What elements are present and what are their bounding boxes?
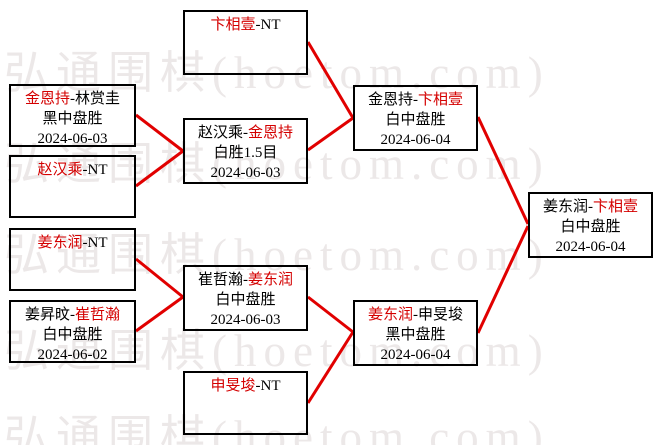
match-date: 2024-06-04 xyxy=(555,239,626,255)
match-players: 金恩持-林赏圭 xyxy=(11,89,134,109)
match-box-bye-shenminjun: 申旻埈-NT xyxy=(183,371,308,435)
match-players: 金恩持-卞相壹 xyxy=(355,90,476,110)
match-result: 白中盘胜 xyxy=(215,292,276,308)
winner-name: 姜东润 xyxy=(367,307,413,323)
connector-line xyxy=(307,295,354,334)
match-players: 姜东润-NT xyxy=(11,233,134,253)
match-players: 姜东润-申旻埈 xyxy=(355,305,476,325)
player-name: -NT xyxy=(82,235,108,251)
match-result: 白胜1.5目 xyxy=(213,145,278,161)
winner-name: 姜东润 xyxy=(247,272,293,288)
match-date: 2024-06-04 xyxy=(380,132,451,148)
match-box-jiangshengmin-cuizhehan: 姜昇旼-崔哲瀚 白中盘胜 2024-06-02 xyxy=(9,300,136,363)
winner-name: 申旻埈 xyxy=(210,378,256,394)
player-name: -NT xyxy=(82,162,108,178)
player-name: -林赏圭 xyxy=(70,91,120,107)
winner-name: 赵汉乘 xyxy=(37,162,83,178)
match-box-jinenchi-linshanggui: 金恩持-林赏圭 黑中盘胜 2024-06-03 xyxy=(9,84,136,147)
match-result: 白中盘胜 xyxy=(560,219,621,235)
match-players: 赵汉乘-NT xyxy=(11,160,134,180)
winner-name: 金恩持 xyxy=(247,125,293,141)
winner-name: 卞相壹 xyxy=(417,92,463,108)
player-name: -NT xyxy=(255,17,281,33)
match-box-cuizhehan-jiangdongrun: 崔哲瀚-姜东润 白中盘胜 2024-06-03 xyxy=(183,265,308,331)
match-date: 2024-06-03 xyxy=(210,165,281,181)
match-date: 2024-06-03 xyxy=(210,312,281,328)
watermark-text: 弘通围棋(hoetom.com) xyxy=(4,326,550,376)
match-date: 2024-06-04 xyxy=(380,347,451,363)
match-date: 2024-06-02 xyxy=(37,347,108,363)
winner-name: 卞相壹 xyxy=(592,199,638,215)
watermark-text: 弘通围棋(hoetom.com) xyxy=(4,412,550,445)
connector-line xyxy=(135,149,184,188)
watermark-text: 弘通围棋(hoetom.com) xyxy=(4,139,550,189)
match-players: 卞相壹-NT xyxy=(185,15,306,35)
match-players: 申旻埈-NT xyxy=(185,376,306,396)
winner-name: 姜东润 xyxy=(37,235,83,251)
match-players: 崔哲瀚-姜东润 xyxy=(185,270,306,290)
match-date: 2024-06-03 xyxy=(37,131,108,147)
player-name: -申旻埈 xyxy=(413,307,463,323)
connector-line xyxy=(476,225,530,334)
connector-line xyxy=(476,116,530,225)
player-name: -NT xyxy=(255,378,281,394)
player-name: 姜昇旼- xyxy=(24,307,75,323)
connector-line xyxy=(307,116,354,152)
connector-line xyxy=(306,331,355,404)
connector-line xyxy=(135,257,184,299)
connector-line xyxy=(306,41,355,119)
connector-line xyxy=(135,113,184,153)
match-box-jiangdongrun-shenminjun: 姜东润-申旻埈 黑中盘胜 2024-06-04 xyxy=(353,300,478,366)
match-players: 姜昇旼-崔哲瀚 xyxy=(11,305,134,325)
match-result: 白中盘胜 xyxy=(385,112,446,128)
match-result: 黑中盘胜 xyxy=(42,111,103,127)
player-name: 崔哲瀚- xyxy=(197,272,248,288)
match-box-bye-zhaohancheng: 赵汉乘-NT xyxy=(9,155,136,218)
match-box-bye-bianxiangyi: 卞相壹-NT xyxy=(183,10,308,75)
winner-name: 卞相壹 xyxy=(210,17,256,33)
player-name: 金恩持- xyxy=(367,92,418,108)
match-box-bye-jiangdongrun: 姜东润-NT xyxy=(9,228,136,291)
player-name: 姜东润- xyxy=(542,199,593,215)
player-name: 赵汉乘- xyxy=(197,125,248,141)
match-box-final-jiangdongrun-bianxiangyi: 姜东润-卞相壹 白中盘胜 2024-06-04 xyxy=(528,192,653,258)
match-result: 白中盘胜 xyxy=(42,327,103,343)
match-players: 赵汉乘-金恩持 xyxy=(185,123,306,143)
match-box-zhaohancheng-jinenchi: 赵汉乘-金恩持 白胜1.5目 2024-06-03 xyxy=(183,118,308,184)
watermark-text: 弘通围棋(hoetom.com) xyxy=(4,230,550,280)
match-result: 黑中盘胜 xyxy=(385,327,446,343)
winner-name: 金恩持 xyxy=(24,91,70,107)
winner-name: 崔哲瀚 xyxy=(74,307,120,323)
match-players: 姜东润-卞相壹 xyxy=(530,197,651,217)
connector-line xyxy=(135,295,184,333)
match-box-jinenchi-bianxiangyi: 金恩持-卞相壹 白中盘胜 2024-06-04 xyxy=(353,85,478,151)
